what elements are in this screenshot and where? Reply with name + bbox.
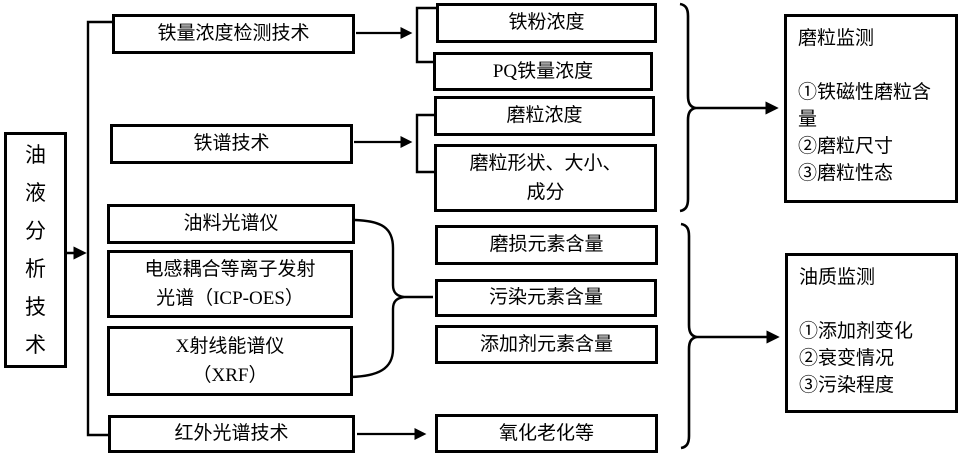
text-line: 电感耦合等离子发射 xyxy=(144,259,316,280)
node-oil-analysis-label: 油液分析技术 xyxy=(25,143,46,357)
text-line xyxy=(799,291,933,318)
node-iron-powder-concentration: 铁粉浓度 xyxy=(436,3,657,43)
brace-wear-group xyxy=(679,2,700,213)
panel-wear-particle-monitoring: 磨粒监测 ①铁磁性磨粒含量 ②磨粒尺寸 ③磨粒性态 xyxy=(784,14,958,203)
text-line xyxy=(798,52,932,79)
bracket-ferrography xyxy=(415,113,436,174)
text-line: 磨粒监测 xyxy=(798,28,875,49)
text-line: ①添加剂变化 xyxy=(799,321,914,342)
node-icp-oes: 电感耦合等离子发射光谱（ICP-OES） xyxy=(107,250,353,318)
node-oxidation-aging: 氧化老化等 xyxy=(435,414,658,453)
node-infrared-tech: 红外光谱技术 xyxy=(108,415,355,453)
connector-trunk xyxy=(86,20,112,437)
node-particle-concentration: 磨粒浓度 xyxy=(434,96,655,136)
text-line: ③污染程度 xyxy=(799,375,895,396)
text-line: 光谱（ICP-OES） xyxy=(156,288,304,309)
panel-oil-quality-monitoring: 油质监测 ①添加剂变化 ②衰变情况 ③污染程度 xyxy=(785,253,958,413)
text-line: 成分 xyxy=(526,182,565,203)
node-wear-elements: 磨损元素含量 xyxy=(435,225,658,265)
text-line: 磨粒形状、大小、 xyxy=(469,153,622,174)
text-line: X射线能谱仪 xyxy=(175,336,285,357)
node-particle-shape-size: 磨粒形状、大小、成分 xyxy=(434,144,657,212)
brace-oil-group xyxy=(680,222,701,450)
node-additive-elements: 添加剂元素含量 xyxy=(435,325,658,364)
text-line: 油质监测 xyxy=(799,267,876,288)
node-iron-concentration-tech: 铁量浓度检测技术 xyxy=(112,14,355,54)
node-pq-iron-concentration: PQ铁量浓度 xyxy=(433,52,653,91)
node-oil-spectrometer: 油料光谱仪 xyxy=(107,204,355,244)
brace-spectrometers xyxy=(350,218,433,379)
text-line: ②衰变情况 xyxy=(799,348,895,369)
text-line: ②磨粒尺寸 xyxy=(798,136,894,157)
node-ferrography-tech: 铁谱技术 xyxy=(110,124,353,164)
node-oil-analysis-tech: 油液分析技术 xyxy=(4,132,67,368)
node-xrf: X射线能谱仪 （XRF） xyxy=(107,326,353,396)
bracket-ironconc xyxy=(415,6,436,64)
text-line: ③磨粒性态 xyxy=(798,163,894,184)
text-line: ①铁磁性磨粒含量 xyxy=(798,82,932,130)
text-line: （XRF） xyxy=(192,365,268,386)
node-contaminant-elements: 污染元素含量 xyxy=(435,279,657,317)
